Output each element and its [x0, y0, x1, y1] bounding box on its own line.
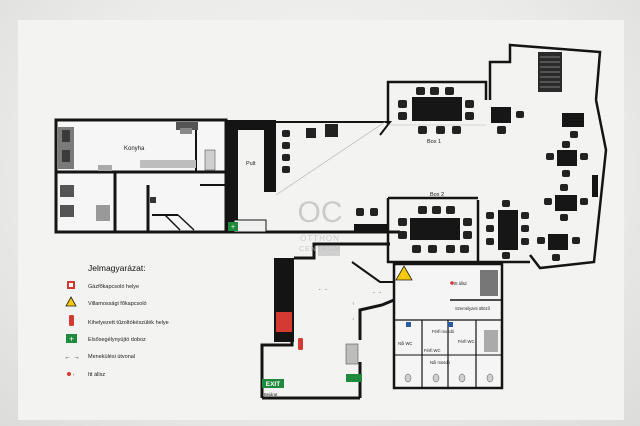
entrance-label: Bejárat [264, 392, 278, 397]
entrance-corridor: ← → ↑ ↓ ← → ← [260, 242, 424, 400]
bar-label: Pult [246, 161, 256, 167]
electric-warning-marker-icon [395, 265, 413, 281]
first-aid-icon [228, 222, 238, 231]
exit-sign [262, 379, 284, 388]
legend-item-escape-route: Menekülési útvonal [88, 354, 135, 360]
kitchen-block [54, 118, 228, 234]
svg-text:⚡: ⚡ [400, 271, 409, 280]
mens-wash-label: Férfi mosdó [432, 329, 455, 334]
escape-route-arrow-icon: ← → [64, 354, 80, 361]
box1-area [386, 80, 524, 134]
right-dining-area [476, 99, 608, 270]
womens-wc-left-label: Női WC [398, 341, 412, 346]
legend-item-first-aid: Elsősegélynyújtó doboz [88, 337, 146, 343]
bar-area: + [226, 120, 400, 234]
legend-item-electric: Villamossági főkapcsoló [88, 301, 147, 307]
fire-extinguisher-marker-icon [298, 338, 303, 350]
box2-label: Box 2 [430, 192, 444, 198]
legend-item-gas: Gázfőkapcsoló helye [88, 284, 139, 290]
staff-room-label: Személyzeti öltöző [455, 306, 491, 311]
electric-warning-icon [65, 296, 77, 307]
legend: Jelmagyarázat: Gázfőkapcsoló helye Villa… [64, 263, 169, 378]
wc-block: ⚡ [392, 262, 504, 390]
watermark-line1: OTTHON [300, 234, 340, 243]
mens-wc-left-label: Férfi WC [424, 348, 441, 353]
you-are-here-label: Itt állsz [454, 281, 467, 286]
fire-extinguisher-icon [69, 315, 74, 326]
escape-arrow-3: ↓ [352, 316, 354, 321]
escape-arrow-1: ← → [318, 286, 328, 291]
legend-title: Jelmagyarázat: [88, 263, 146, 273]
womens-wash-label: Női mosdó [430, 360, 451, 365]
watermark-logo-text: OC [298, 196, 343, 229]
legend-item-you-are-here: Itt állsz [88, 372, 105, 378]
svg-text:+: + [231, 224, 235, 231]
first-aid-legend-icon [66, 334, 77, 343]
you-are-here-marker-icon [450, 281, 454, 285]
stairs-area [488, 43, 602, 101]
kitchen-label: Konyha [124, 146, 145, 152]
exit-route-sign-2 [346, 374, 362, 382]
svg-text:›: › [73, 372, 75, 377]
box1-label: Box 1 [427, 139, 441, 145]
legend-item-extinguisher: Kihelyezett tűzoltókészülék helye [88, 320, 169, 326]
electrical-panel-icon [276, 312, 292, 332]
escape-arrow-4: ← → [372, 289, 382, 294]
watermark-line2: CENTRUM [299, 246, 341, 253]
you-are-here-icon [67, 372, 71, 376]
escape-arrow-2: ↑ [352, 301, 354, 306]
exit-sign-text: EXIT [266, 381, 280, 388]
box2-area [386, 196, 478, 264]
mens-wc-right-label: Férfi WC [458, 339, 475, 344]
svg-text:+: + [69, 335, 74, 344]
watermark-logo: OC OTTHON CENTRUM [298, 196, 343, 253]
